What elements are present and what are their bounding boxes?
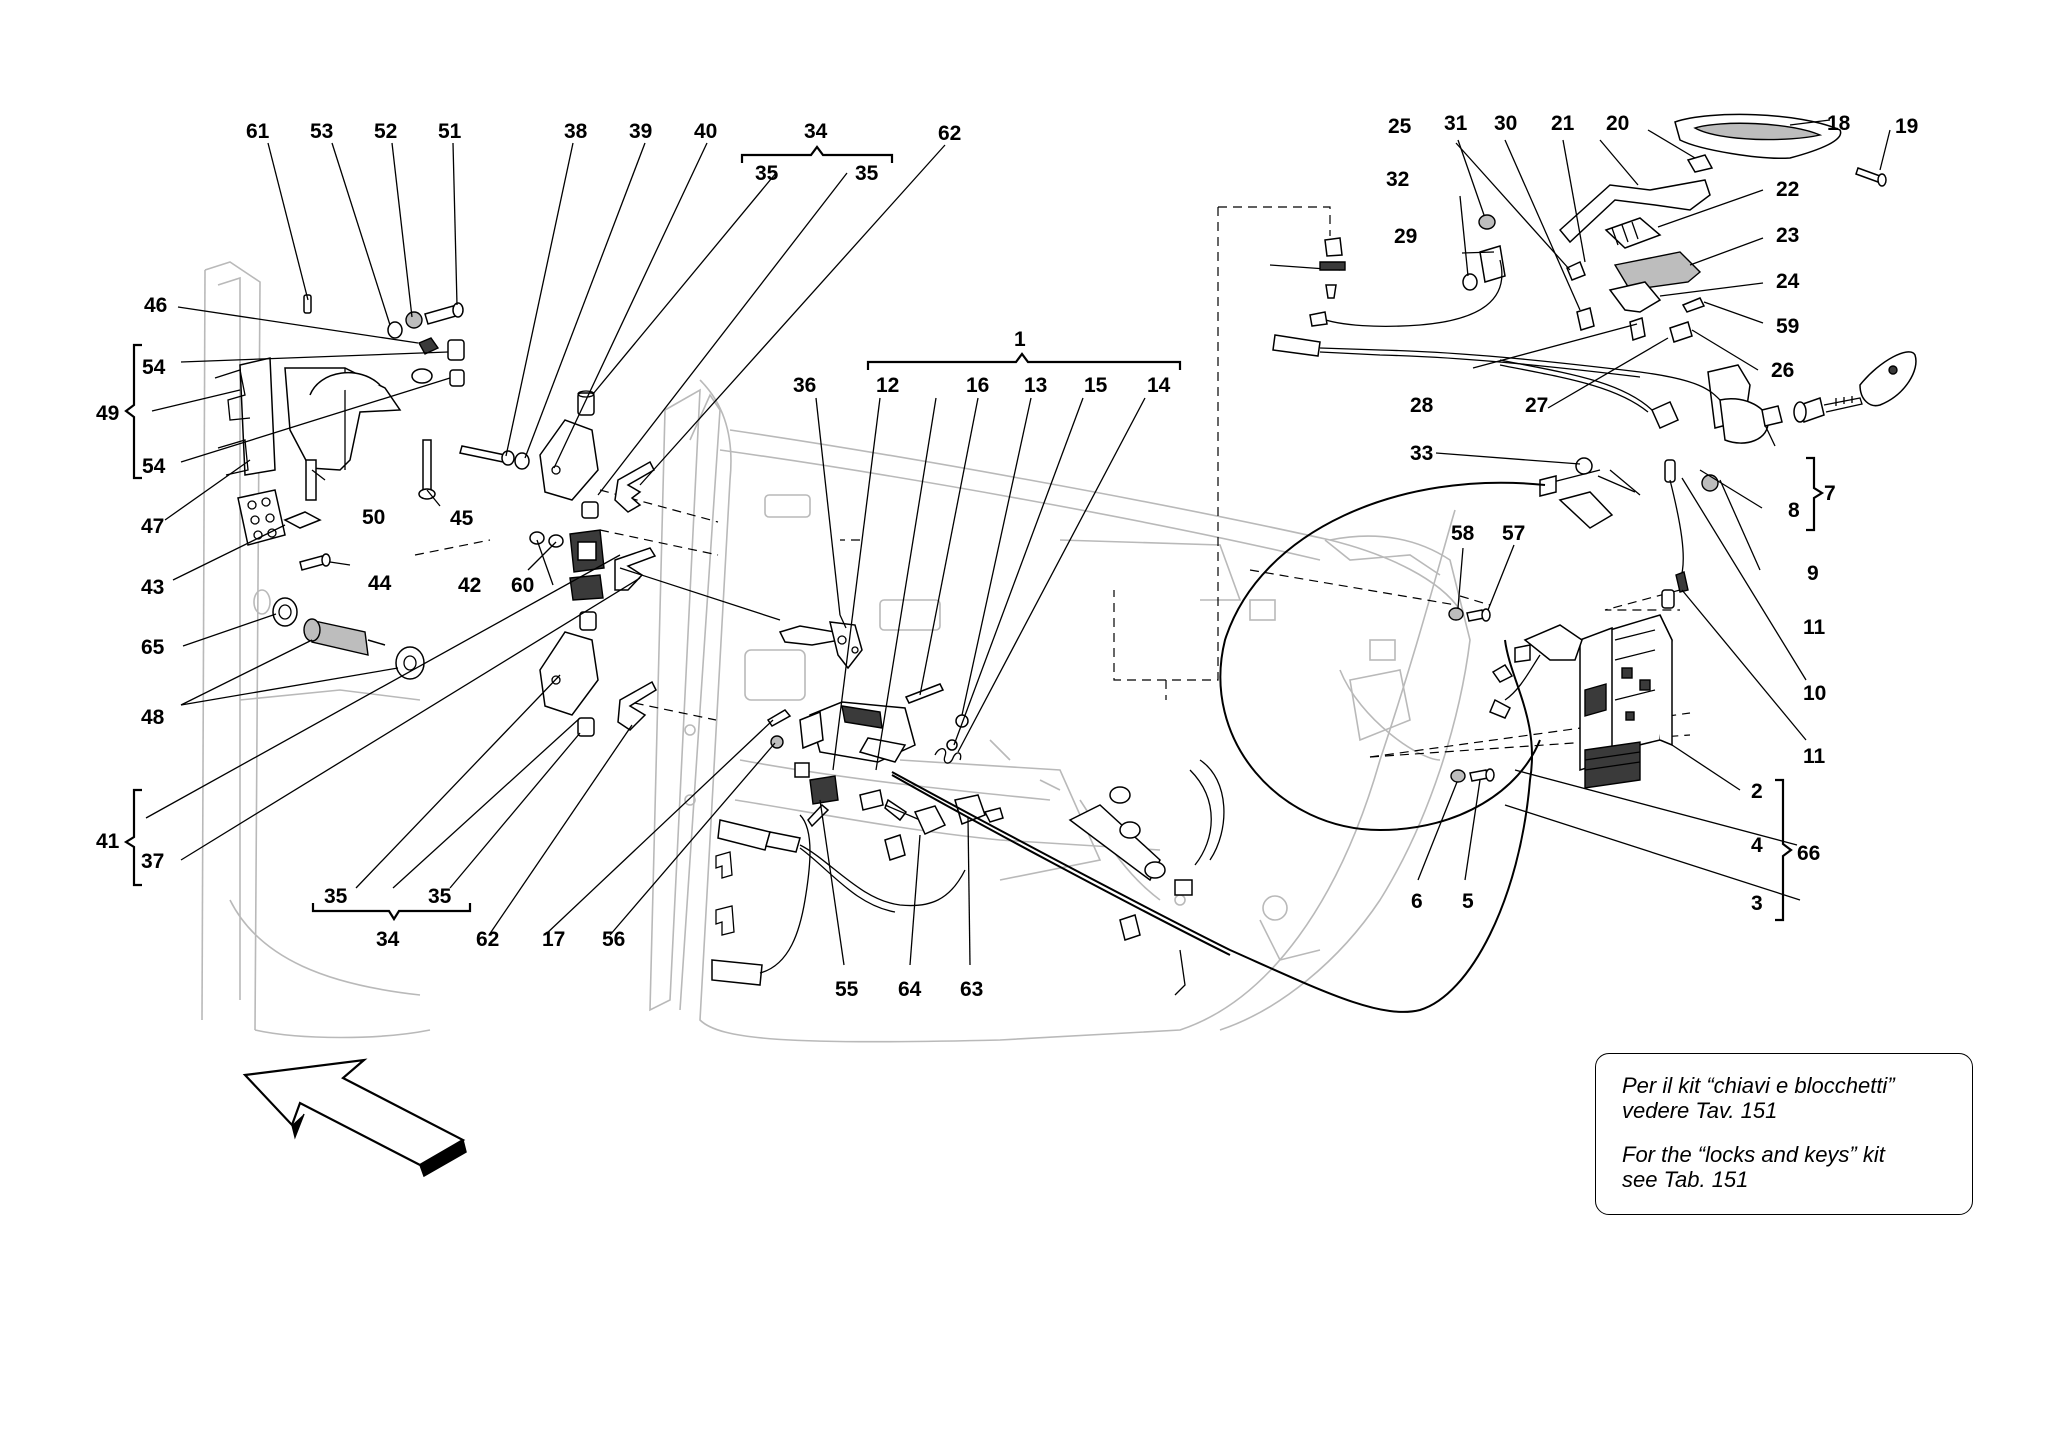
callout-18: 18 (1827, 112, 1851, 135)
callout-37: 37 (141, 850, 164, 873)
callout-27: 27 (1525, 394, 1548, 417)
callout-4: 4 (1751, 834, 1763, 857)
callout-61: 61 (246, 120, 270, 143)
callout-20: 20 (1606, 112, 1629, 135)
callout-9: 9 (1807, 562, 1819, 585)
callout-65: 65 (141, 636, 165, 659)
callout-46: 46 (144, 294, 167, 317)
callout-55: 55 (835, 978, 859, 1001)
callout-35: 35 (755, 162, 779, 185)
callout-22: 22 (1776, 178, 1799, 201)
callout-numbers: 61 53 52 51 46 54 49 54 47 50 45 43 44 6… (96, 112, 1918, 1001)
leader-lines (145, 119, 1891, 966)
callout-16: 16 (966, 374, 989, 397)
callout-5: 5 (1462, 890, 1474, 913)
callout-50: 50 (362, 506, 385, 529)
door-body-outline (201, 261, 1471, 1043)
callout-33: 33 (1410, 442, 1433, 465)
callout-38: 38 (564, 120, 588, 143)
callout-45: 45 (450, 507, 474, 530)
callout-58: 58 (1451, 522, 1475, 545)
callout-17: 17 (542, 928, 565, 951)
callout-11: 11 (1803, 616, 1826, 639)
callout-40: 40 (694, 120, 717, 143)
direction-arrow (242, 1058, 467, 1178)
callout-29: 29 (1394, 225, 1417, 248)
callout-36: 36 (793, 374, 816, 397)
dashed-reference-lines (414, 206, 1691, 758)
hinge-assembly (214, 294, 465, 680)
callout-10: 10 (1803, 682, 1826, 705)
callout-34: 34 (376, 928, 400, 951)
callout-44: 44 (368, 572, 392, 595)
callout-41: 41 (96, 830, 120, 853)
callout-21: 21 (1551, 112, 1575, 135)
callout-62: 62 (476, 928, 499, 951)
callout-53: 53 (310, 120, 333, 143)
callout-59: 59 (1776, 315, 1799, 338)
callout-62: 62 (938, 122, 961, 145)
callout-14: 14 (1147, 374, 1171, 397)
callout-35: 35 (855, 162, 879, 185)
callout-24: 24 (1776, 270, 1800, 293)
callout-30: 30 (1494, 112, 1517, 135)
callout-7: 7 (1824, 482, 1836, 505)
callout-23: 23 (1776, 224, 1799, 247)
callout-63: 63 (960, 978, 983, 1001)
callout-52: 52 (374, 120, 397, 143)
callout-49: 49 (96, 402, 119, 425)
outer-handle-assembly (1219, 113, 1887, 832)
callout-54: 54 (142, 455, 166, 478)
callout-57: 57 (1502, 522, 1525, 545)
note-english-line-2: see Tab. 151 (1622, 1167, 1749, 1192)
callout-42: 42 (458, 574, 481, 597)
callout-51: 51 (438, 120, 462, 143)
callout-8: 8 (1788, 499, 1800, 522)
callout-56: 56 (602, 928, 625, 951)
callout-48: 48 (141, 706, 165, 729)
callout-11: 11 (1803, 745, 1826, 768)
door-lock-assembly (1448, 351, 1917, 789)
callout-13: 13 (1024, 374, 1047, 397)
callout-35: 35 (324, 885, 348, 908)
callout-25: 25 (1388, 115, 1412, 138)
door-hinge-plates (459, 390, 781, 737)
callout-3: 3 (1751, 892, 1763, 915)
callout-32: 32 (1386, 168, 1409, 191)
callout-19: 19 (1895, 115, 1918, 138)
callout-64: 64 (898, 978, 922, 1001)
callout-1: 1 (1014, 328, 1026, 351)
braces (123, 145, 1825, 922)
callout-31: 31 (1444, 112, 1468, 135)
callout-6: 6 (1411, 890, 1423, 913)
note-english-line-1: For the “locks and keys” kit (1622, 1142, 1885, 1167)
callout-35: 35 (428, 885, 452, 908)
callout-12: 12 (876, 374, 899, 397)
callout-39: 39 (629, 120, 652, 143)
callout-43: 43 (141, 576, 164, 599)
callout-15: 15 (1084, 374, 1108, 397)
callout-54: 54 (142, 356, 166, 379)
callout-34: 34 (804, 120, 828, 143)
callout-2: 2 (1751, 780, 1763, 803)
callout-26: 26 (1771, 359, 1794, 382)
inner-handle-assembly (711, 614, 1534, 1013)
callout-47: 47 (141, 515, 164, 538)
note-italian-line-1: Per il kit “chiavi e blocchetti” (1622, 1073, 1895, 1098)
callout-28: 28 (1410, 394, 1434, 417)
note-italian-line-2: vedere Tav. 151 (1622, 1098, 1778, 1123)
reference-note: Per il kit “chiavi e blocchetti” vedere … (1595, 1053, 1973, 1215)
callout-66: 66 (1797, 842, 1820, 865)
callout-60: 60 (511, 574, 534, 597)
